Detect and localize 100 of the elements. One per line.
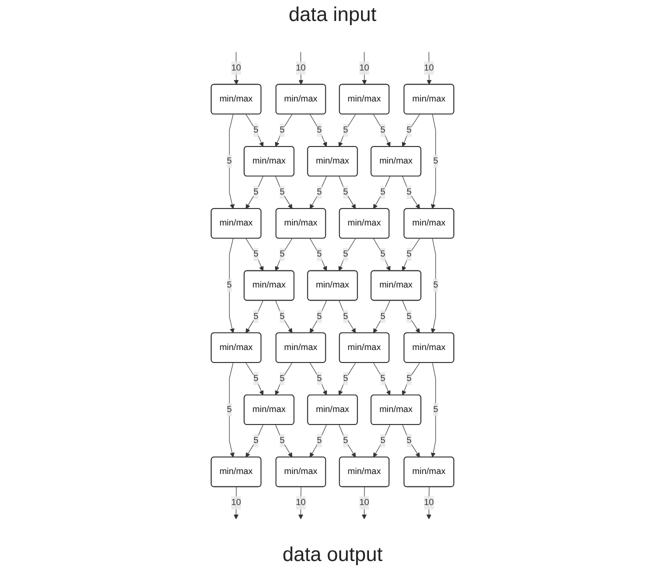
arrow	[246, 176, 264, 210]
arrow	[229, 114, 235, 210]
edge-label: 10	[424, 498, 434, 508]
arrow	[430, 238, 436, 334]
arrow	[373, 362, 390, 396]
arrow	[275, 300, 292, 334]
edge-label: 5	[406, 187, 412, 197]
arrow	[338, 424, 356, 458]
edge-label: 5	[280, 374, 285, 384]
edge-label: 5	[253, 374, 258, 384]
edge-label: 5	[253, 312, 258, 321]
arrow	[275, 424, 292, 458]
edge-label: 5	[253, 249, 258, 259]
arrow	[426, 486, 432, 520]
arrow	[430, 362, 436, 458]
edge-label: 10	[296, 63, 306, 72]
arrow	[402, 176, 420, 210]
diagram-label: data output	[282, 544, 383, 567]
arrow	[234, 486, 238, 520]
arrow	[229, 362, 235, 458]
arrow	[426, 52, 432, 85]
arrow	[362, 486, 367, 520]
arrow	[338, 300, 356, 334]
arrow	[430, 114, 436, 210]
arrow	[310, 114, 327, 147]
edge-label: 5	[380, 436, 386, 446]
arrow	[274, 238, 292, 272]
arrow	[310, 362, 327, 396]
edge-label: 5	[343, 436, 348, 446]
arrow	[274, 362, 292, 396]
edge-label: 5	[280, 312, 285, 321]
arrow	[246, 424, 264, 458]
arrow	[298, 52, 304, 85]
edge-label: 5	[316, 125, 322, 135]
arrow	[373, 238, 390, 272]
edge-label: 5	[316, 249, 322, 259]
arrow	[338, 176, 356, 210]
edge-label: 5	[380, 374, 386, 384]
edge-label: 5	[406, 436, 412, 446]
arrow	[402, 424, 420, 458]
edge-label: 5	[343, 187, 348, 197]
edge-label: 5	[380, 312, 386, 321]
arrow	[246, 300, 264, 334]
arrow	[338, 238, 356, 272]
edge-label: 5	[316, 436, 322, 446]
edge-label: 5	[343, 249, 348, 259]
edge-label: 5	[406, 249, 412, 259]
edge-label: 5	[226, 404, 232, 414]
arrow	[402, 300, 420, 334]
arrow	[338, 114, 356, 147]
arrow	[373, 424, 390, 458]
arrow	[229, 238, 235, 334]
arrow	[373, 176, 390, 210]
edge-label: 10	[231, 498, 241, 508]
edge-label: 5	[406, 374, 412, 384]
edge-label: 5	[406, 312, 412, 321]
edge-label: 5	[280, 187, 285, 197]
edge-label: 10	[231, 63, 241, 72]
edge-label: 5	[406, 125, 412, 135]
arrow	[402, 114, 420, 147]
edge-label: 5	[380, 249, 386, 259]
edge-label: 5	[280, 249, 285, 259]
arrow	[298, 486, 304, 520]
arrow	[373, 300, 390, 334]
arrow	[246, 114, 264, 147]
arrow	[275, 176, 292, 210]
edge-label: 5	[253, 436, 258, 446]
diagram-label: data input	[288, 4, 376, 27]
edge-label: 5	[316, 187, 322, 197]
arrow	[402, 238, 420, 272]
edge-label: 10	[424, 63, 434, 72]
arrow	[373, 114, 390, 147]
edge-label: 5	[280, 436, 285, 446]
arrow	[402, 362, 420, 396]
edge-label: 10	[359, 63, 370, 72]
edge-label: 5	[380, 125, 386, 135]
edge-label: 5	[226, 156, 232, 166]
edge-label: 10	[359, 498, 370, 508]
arrow	[246, 238, 264, 272]
arrow	[310, 176, 327, 210]
edge-label: 5	[253, 187, 258, 197]
arrow	[246, 362, 264, 396]
edge-label: 5	[343, 374, 348, 384]
arrow	[338, 362, 356, 396]
edge-label: 5	[433, 280, 438, 290]
edge-label: 5	[343, 312, 348, 321]
arrow	[310, 300, 327, 334]
arrow	[310, 424, 327, 458]
edge-label: 5	[316, 312, 322, 321]
edge-label: 5	[343, 125, 348, 135]
arrow	[234, 52, 239, 85]
edge-label: 5	[380, 187, 386, 197]
arrow	[274, 114, 292, 147]
edge-label: 5	[316, 374, 322, 384]
edge-label: 5	[433, 404, 438, 414]
edge-label: 5	[433, 156, 438, 166]
edge-label: 5	[226, 280, 232, 290]
arrow	[310, 238, 327, 272]
arrow	[362, 52, 367, 85]
edge-label: 5	[280, 125, 285, 135]
